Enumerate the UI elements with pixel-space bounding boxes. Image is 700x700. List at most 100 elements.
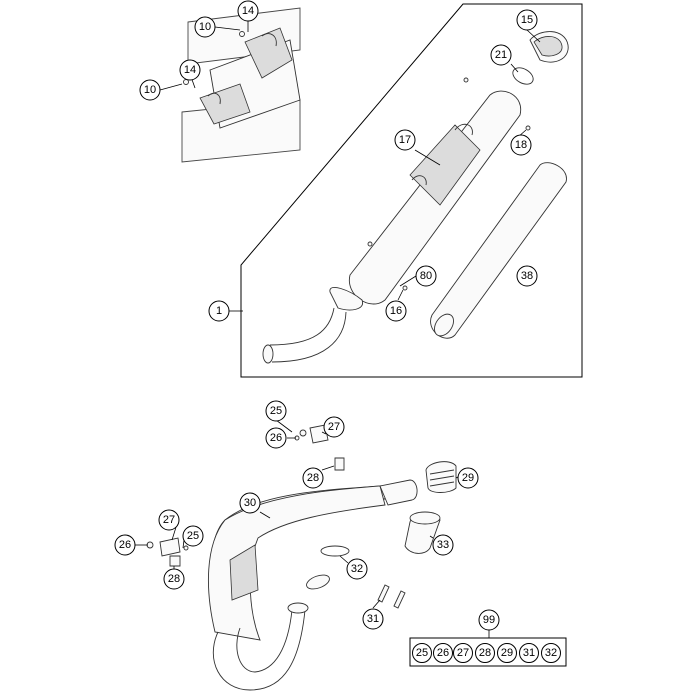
callout-number: 29 [501,647,513,659]
callout-number: 27 [457,647,469,659]
callout-circle [541,643,561,663]
callout-circle [158,509,180,531]
callout-kit-item-32: 32 [541,643,561,663]
callout-circle [265,427,287,449]
callout-c26a: 26 [265,427,287,449]
callout-number: 28 [168,573,180,585]
callout-c14b: 14 [179,59,201,81]
callout-c10b: 10 [139,79,161,101]
callout-circle [519,643,539,663]
callout-circle [453,643,473,663]
callout-number: 25 [270,405,282,417]
callout-circle [510,134,532,156]
mounting-bracket-detail [181,7,301,163]
callout-number: 10 [144,84,156,96]
callout-number: 32 [545,647,557,659]
callout-c15: 15 [516,9,538,31]
callout-c30: 30 [239,492,261,514]
callout-circle [237,0,259,22]
callout-c99: 99 [478,609,500,631]
callout-number: 33 [437,539,449,551]
callouts: 10 14 14 10 15 21 17 18 1 80 16 38 25 26 27 28 29 30 27 25 2… [114,0,561,663]
callout-c29: 29 [457,467,479,489]
callout-c27a: 27 [323,416,345,438]
callout-c80: 80 [415,265,437,287]
callout-c38: 38 [516,265,538,287]
callout-circle [394,129,416,151]
callout-kit-item-26: 26 [433,643,453,663]
callout-number: 31 [523,647,535,659]
callout-number: 1 [216,305,222,317]
callout-c1: 1 [208,300,230,322]
callout-circle [432,534,454,556]
callout-kit-item-25: 25 [412,643,432,663]
callout-c17: 17 [394,129,416,151]
callout-circle [433,643,453,663]
callout-circle [182,525,204,547]
callout-number: 21 [495,49,507,61]
callout-number: 28 [307,472,319,484]
callout-c26b: 26 [114,534,136,556]
callout-c32: 32 [346,558,368,580]
callout-number: 25 [416,647,428,659]
callout-circle [478,609,500,631]
callout-c16: 16 [385,300,407,322]
kit-99-box [409,637,567,667]
silencer-assembly [262,31,569,364]
leader-lines [135,20,567,667]
callout-c14a: 14 [237,0,259,22]
callout-circle [179,59,201,81]
callout-number: 26 [437,647,449,659]
callout-number: 99 [483,614,495,626]
callout-kit-item-27: 27 [453,643,473,663]
callout-c28a: 28 [302,467,324,489]
callout-number: 31 [367,613,379,625]
callout-number: 26 [119,539,131,551]
callout-circle [346,558,368,580]
callout-number: 14 [184,64,196,76]
callout-c25a: 25 [265,400,287,422]
callout-circle [139,79,161,101]
callout-circle [114,534,136,556]
callout-c33: 33 [432,534,454,556]
callout-circle [194,16,216,38]
callout-circle [163,568,185,590]
callout-c10a: 10 [194,16,216,38]
callout-circle [415,265,437,287]
callout-number: 38 [521,270,533,282]
callout-number: 80 [420,270,432,282]
callout-number: 30 [244,497,256,509]
callout-circle [497,643,517,663]
header-pipe-assembly [146,424,457,691]
callout-circle [239,492,261,514]
callout-number: 32 [351,563,363,575]
callout-c21: 21 [490,44,512,66]
callout-circle [323,416,345,438]
callout-number: 14 [242,5,254,17]
callout-c28b: 28 [163,568,185,590]
callout-circle [457,467,479,489]
callout-number: 15 [521,14,533,26]
callout-c25b: 25 [182,525,204,547]
callout-circle [516,265,538,287]
callout-circle [208,300,230,322]
callout-number: 29 [462,472,474,484]
callout-number: 28 [479,647,491,659]
callout-circle [385,300,407,322]
callout-number: 26 [270,432,282,444]
callout-circle [265,400,287,422]
callout-circle [302,467,324,489]
callout-circle [362,608,384,630]
callout-circle [490,44,512,66]
callout-circle [516,9,538,31]
callout-circle [412,643,432,663]
callout-number: 25 [187,530,199,542]
callout-c27b: 27 [158,509,180,531]
callout-number: 10 [199,21,211,33]
callout-c18: 18 [510,134,532,156]
silencer-assembly-frame [240,3,583,378]
callout-kit-item-31: 31 [519,643,539,663]
callout-kit-item-29: 29 [497,643,517,663]
callout-number: 27 [328,421,340,433]
